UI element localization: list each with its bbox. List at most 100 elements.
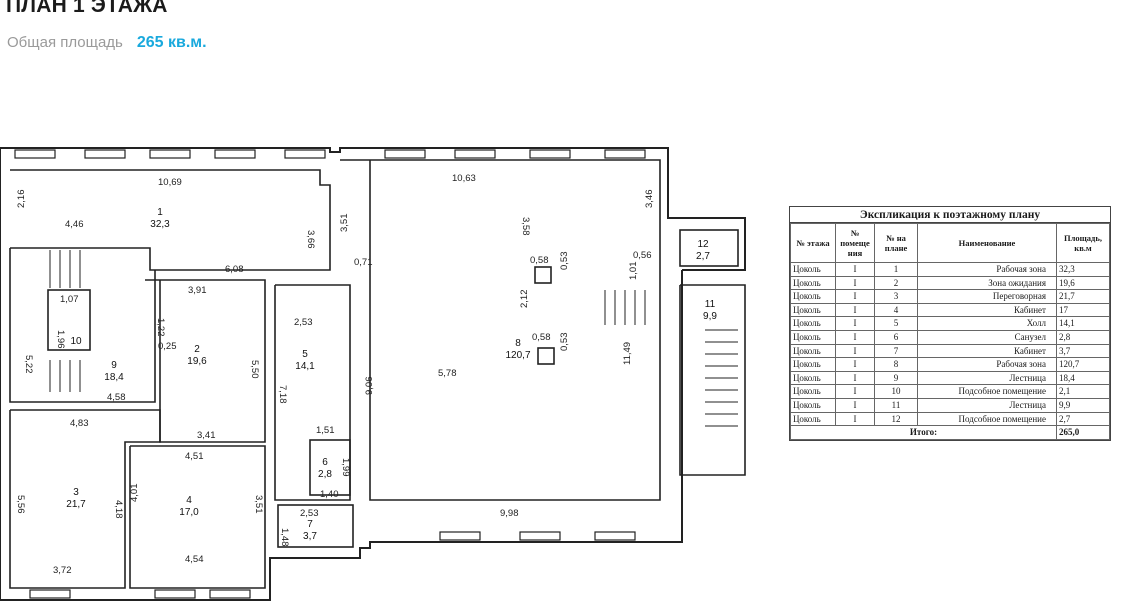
room-num: 3	[73, 487, 79, 498]
room-area: 120,7	[505, 350, 530, 361]
column	[534, 266, 552, 284]
wall-room-8	[340, 159, 661, 501]
dim-label: 9,06	[364, 377, 375, 396]
window	[209, 589, 251, 599]
dim-label: 1,96	[55, 330, 66, 349]
table-cell: I	[835, 275, 875, 291]
table-cell: Рабочая зона	[917, 262, 1057, 277]
dim-label: 0,53	[559, 333, 570, 352]
table-cell: Цоколь	[790, 262, 836, 277]
dim-label: 4,51	[185, 451, 204, 462]
table-cell: 2,1	[1056, 384, 1110, 399]
table-cell: Цоколь	[790, 275, 836, 291]
room-area: 3,7	[303, 531, 317, 542]
table-cell: I	[835, 370, 875, 386]
table-cell: 9,9	[1056, 397, 1110, 413]
dim-label: 2,12	[519, 290, 530, 309]
table-cell: 10	[874, 384, 918, 399]
total-area-value: 265 кв.м.	[136, 34, 207, 51]
dim-label: 2,53	[294, 317, 313, 328]
table-cell: Подсобное помещение	[917, 384, 1057, 399]
table-cell: 5	[874, 316, 918, 331]
dim-label: 4,01	[129, 484, 140, 503]
dim-label: 4,83	[70, 418, 89, 429]
window	[284, 149, 326, 159]
wall-room-2	[145, 279, 266, 443]
window	[154, 589, 196, 599]
dim-label: 0,53	[559, 252, 570, 271]
window	[594, 531, 636, 541]
dim-label: 1,07	[60, 294, 79, 305]
table-cell: Цоколь	[790, 302, 836, 318]
table-cell: Цоколь	[790, 343, 836, 359]
dim-label: 0,56	[633, 250, 652, 261]
dim-label: 11,49	[622, 342, 633, 365]
dim-label: 10,69	[158, 177, 182, 188]
room-area: 21,7	[66, 499, 86, 510]
room-num: 4	[186, 495, 192, 506]
table-cell: Цоколь	[790, 329, 836, 345]
window	[149, 149, 191, 159]
column-header: Площадь, кв.м	[1056, 223, 1110, 263]
table-cell: I	[835, 357, 875, 372]
table-cell: I	[835, 343, 875, 359]
interior-walls	[9, 159, 746, 589]
column-header: № на плане	[874, 223, 918, 263]
dimension-labels: 10,69 2,16 4,46 3,66 6,08 3,91 1,07 1,96…	[15, 173, 655, 576]
explication-title: Экспликация к поэтажному плану	[790, 207, 1110, 223]
dim-label: 3,51	[339, 214, 350, 233]
dim-label: 1,51	[316, 425, 335, 436]
window	[384, 149, 426, 159]
column-header: № помеще ния	[835, 223, 875, 263]
room-num: 11	[705, 299, 716, 310]
total-label: Итого:	[790, 425, 1057, 440]
table-cell: Лестница	[917, 370, 1057, 386]
table-cell: Кабинет	[917, 343, 1057, 359]
wall-room-12	[679, 229, 739, 267]
dim-label: 3,41	[197, 430, 216, 441]
table-cell: 14,1	[1056, 316, 1110, 331]
room-area: 18,4	[104, 372, 124, 383]
room-area: 9,9	[703, 311, 717, 322]
table-cell: 11	[874, 397, 918, 413]
table-cell: Цоколь	[790, 316, 836, 331]
dim-label: 4,18	[113, 500, 124, 519]
table-cell: I	[835, 289, 875, 304]
table-cell: 6	[874, 329, 918, 345]
room-labels: 1 32,3 2 19,6 3 21,7 4 17,0 5 14,1 6 2,8…	[66, 207, 717, 542]
dim-label: 1,22	[155, 318, 166, 337]
table-cell: Кабинет	[917, 302, 1057, 318]
explication-grid: № этажа № помеще ния № на плане Наименов…	[790, 223, 1110, 440]
table-cell: I	[835, 262, 875, 277]
dim-label: 5,22	[23, 355, 34, 374]
room-num: 6	[322, 457, 328, 468]
dim-label: 3,66	[305, 230, 316, 249]
dim-label: 6,08	[225, 264, 244, 275]
room-num: 12	[697, 239, 709, 250]
dim-label: 5,56	[15, 495, 26, 514]
window	[519, 531, 561, 541]
table-cell: I	[835, 316, 875, 331]
dim-label: 4,58	[107, 392, 126, 403]
outer-wall-bottom	[0, 270, 683, 601]
dim-label: 4,46	[65, 219, 84, 230]
window	[84, 149, 126, 159]
window	[439, 531, 481, 541]
total-value: 265,0	[1056, 425, 1110, 440]
table-cell: 8	[874, 357, 918, 372]
outer-walls	[0, 147, 746, 601]
room-num: 1	[157, 207, 163, 218]
window	[14, 149, 56, 159]
dim-label: 5,50	[249, 360, 260, 379]
dim-label: 3,51	[253, 495, 264, 514]
dim-label: 3,46	[644, 190, 655, 209]
table-cell: Цоколь	[790, 411, 836, 427]
window	[214, 149, 256, 159]
table-cell: I	[835, 397, 875, 413]
room-num: 8	[515, 338, 521, 349]
